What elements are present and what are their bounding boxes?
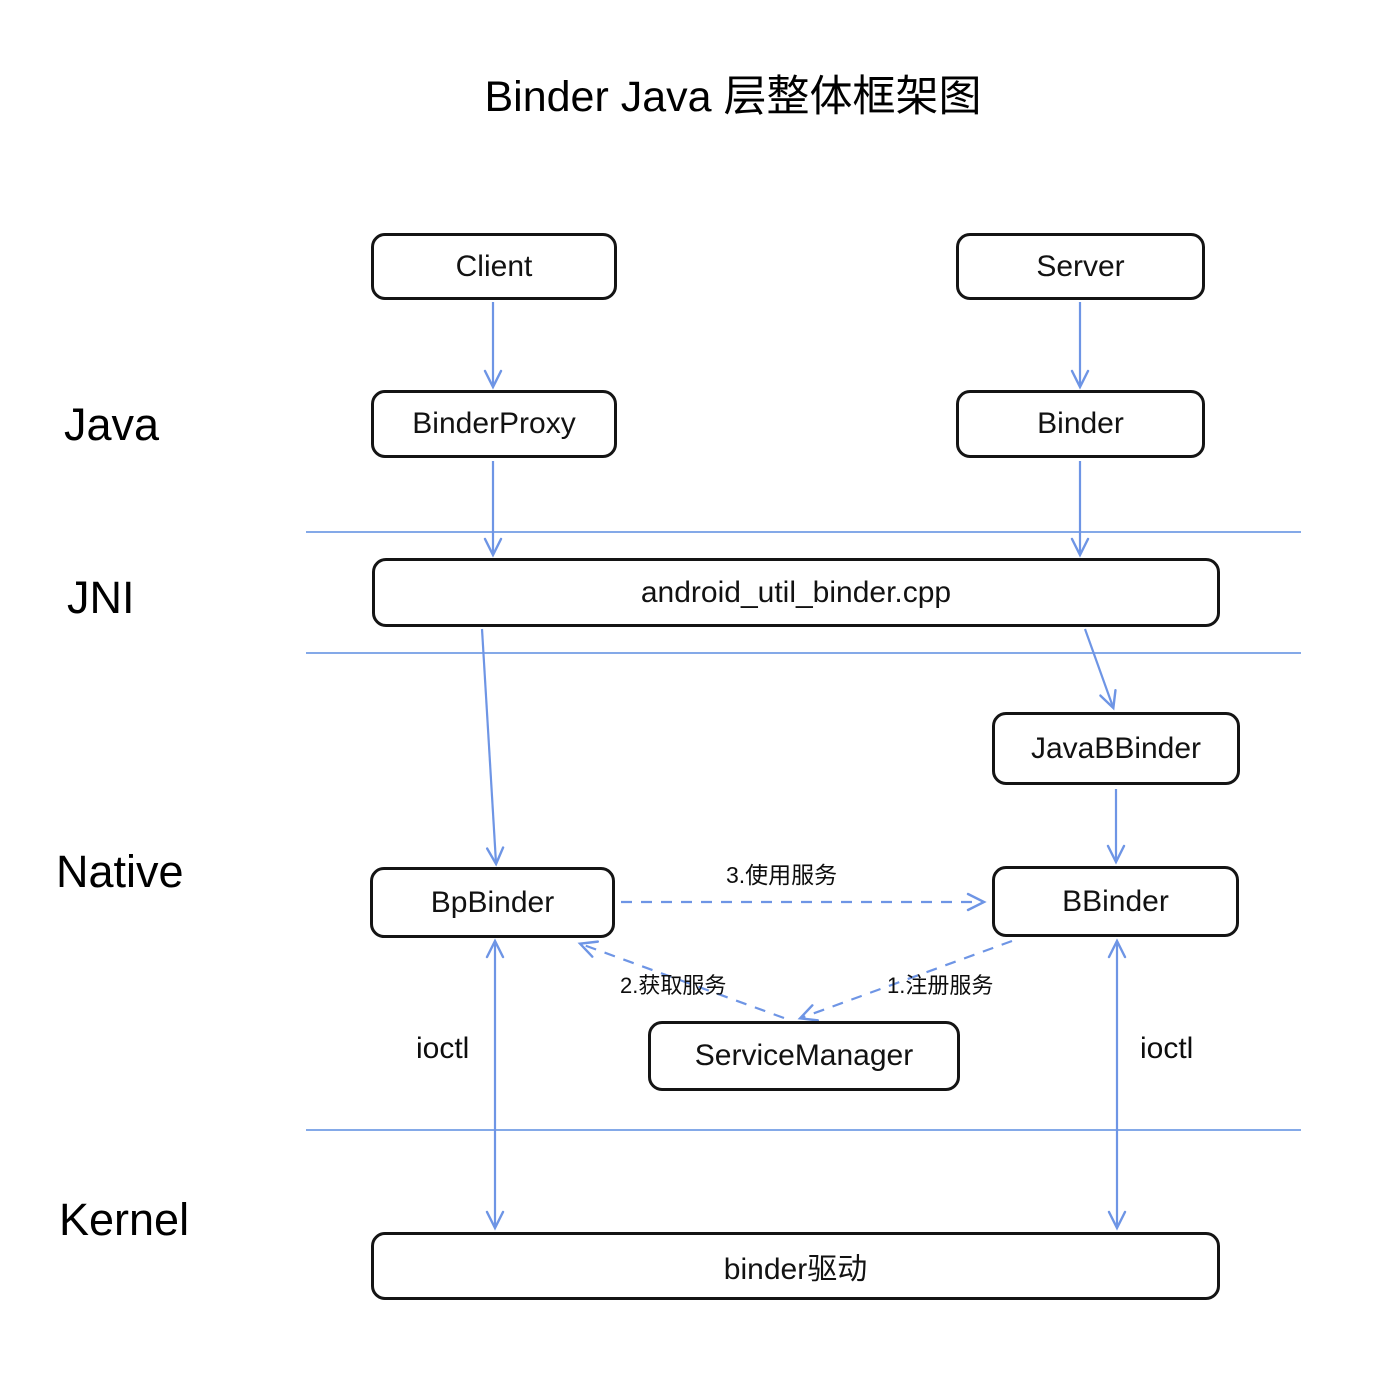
layer-label-jni: JNI <box>67 572 135 623</box>
ioctl-label-left: ioctl <box>416 1032 470 1065</box>
layer-label-kernel: Kernel <box>59 1194 190 1245</box>
node-server: Server <box>956 233 1205 300</box>
edge-get-service <box>577 940 785 1020</box>
node-android-util-binder-cpp: android_util_binder.cpp <box>372 558 1220 627</box>
layer-label-native: Native <box>56 846 184 897</box>
edge-label-register-service: 1.注册服务 <box>887 973 994 998</box>
node-bbinder: BBinder <box>992 866 1239 937</box>
edge-label-get-service: 2.获取服务 <box>620 973 727 998</box>
node-client: Client <box>371 233 617 300</box>
edge-jni-to-javabbinder <box>1083 628 1117 711</box>
node-bpbinder: BpBinder <box>370 867 615 938</box>
edge-jni-to-bpbinder <box>480 628 505 867</box>
node-javabbinder: JavaBBinder <box>992 712 1240 785</box>
edge-register-service <box>797 939 1013 1022</box>
node-binder-driver: binder驱动 <box>371 1232 1220 1300</box>
layer-label-java: Java <box>64 399 160 450</box>
node-binder: Binder <box>956 390 1205 458</box>
edge-label-use-service: 3.使用服务 <box>726 862 838 888</box>
ioctl-label-right: ioctl <box>1140 1032 1194 1065</box>
node-servicemanager: ServiceManager <box>648 1021 960 1091</box>
node-binderproxy: BinderProxy <box>371 390 617 458</box>
page-title: Binder Java 层整体框架图 <box>484 73 982 121</box>
